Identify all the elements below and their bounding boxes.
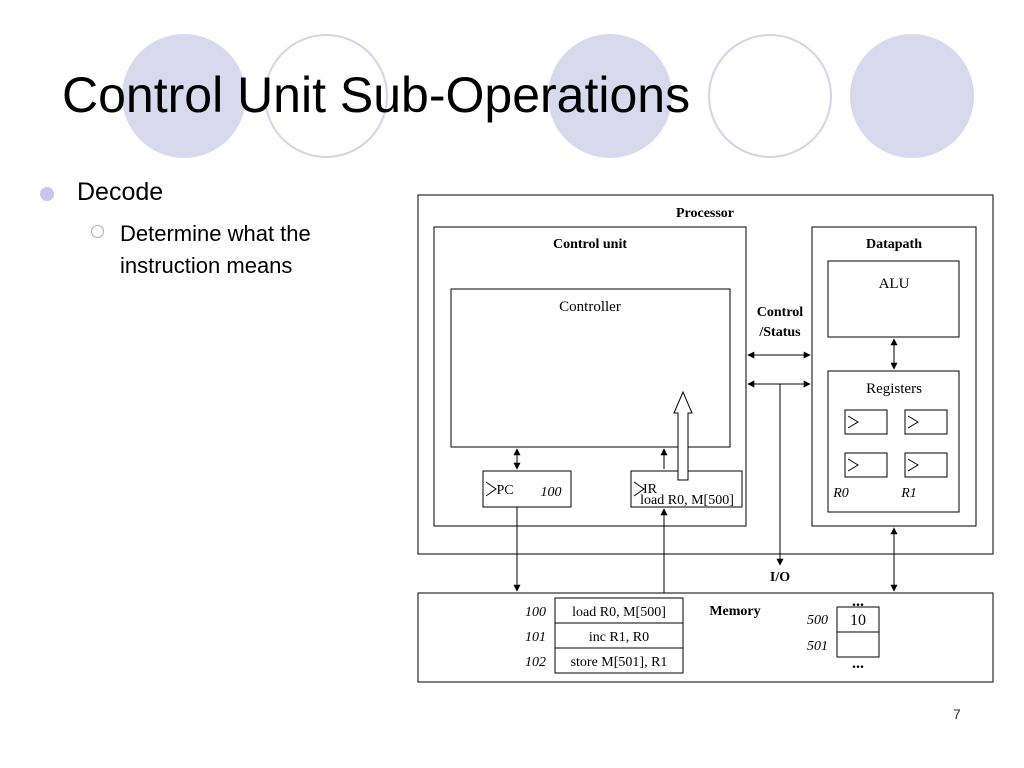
memory-box — [417, 592, 994, 683]
bullet-decode: Decode — [77, 178, 164, 206]
memory-data-table — [836, 606, 880, 658]
register-cell — [844, 452, 888, 478]
decor-circle-1 — [122, 34, 246, 158]
processor-box — [417, 194, 994, 555]
slide-title: Control Unit Sub-Operations — [62, 67, 691, 123]
ir-clock-icon — [633, 481, 645, 497]
sub-bullet-icon — [91, 225, 104, 238]
slide-number: 7 — [953, 706, 961, 722]
control-status-label: Control — [757, 305, 804, 320]
alu-box — [827, 260, 960, 338]
control-status-label-2: /Status — [758, 325, 801, 340]
decor-circle-2 — [264, 34, 388, 158]
registers-label: Registers — [866, 381, 922, 397]
pc-label: PC — [496, 483, 513, 498]
datapath-label: Datapath — [866, 237, 922, 252]
memory-cell: load R0, M[500] — [572, 605, 666, 620]
io-label: I/O — [770, 570, 790, 585]
pc-value: 100 — [541, 485, 562, 500]
datapath-box — [811, 226, 977, 527]
alu-label: ALU — [879, 276, 910, 292]
pc-box — [482, 470, 572, 508]
controller-label: Controller — [559, 299, 621, 315]
r0-label: R0 — [832, 486, 849, 501]
memory-cell: 10 — [850, 612, 866, 629]
memory-address: 100 — [525, 605, 546, 620]
memory-address: 500 — [807, 613, 828, 628]
pc-clock-icon — [485, 481, 497, 497]
decode-arrow-icon — [673, 390, 693, 481]
control-unit-label: Control unit — [553, 237, 627, 252]
control-unit-box — [433, 226, 747, 527]
decor-circle-5 — [850, 34, 974, 158]
processor-label: Processor — [676, 206, 734, 221]
register-cell — [904, 409, 948, 435]
ir-label: IR — [643, 482, 658, 497]
sub-bullet-determine: Determine what the instruction means — [120, 221, 311, 278]
register-cell — [904, 452, 948, 478]
memory-address: 501 — [807, 639, 828, 654]
decor-circle-3 — [548, 34, 672, 158]
bullet-icon — [40, 187, 54, 201]
registers-box — [827, 370, 960, 513]
memory-program-table — [554, 597, 684, 674]
register-cell — [844, 409, 888, 435]
memory-cell: store M[501], R1 — [571, 655, 668, 670]
decor-circle-4 — [708, 34, 832, 158]
ir-value: load R0, M[500] — [640, 493, 734, 508]
memory-cell: inc R1, R0 — [589, 630, 649, 645]
memory-ellipsis-bottom: ... — [852, 655, 864, 672]
r1-label: R1 — [900, 486, 917, 501]
controller-box — [450, 288, 731, 448]
memory-label: Memory — [709, 604, 760, 619]
memory-address: 102 — [525, 655, 546, 670]
memory-address: 101 — [525, 630, 546, 645]
memory-ellipsis-top: ... — [852, 593, 864, 610]
